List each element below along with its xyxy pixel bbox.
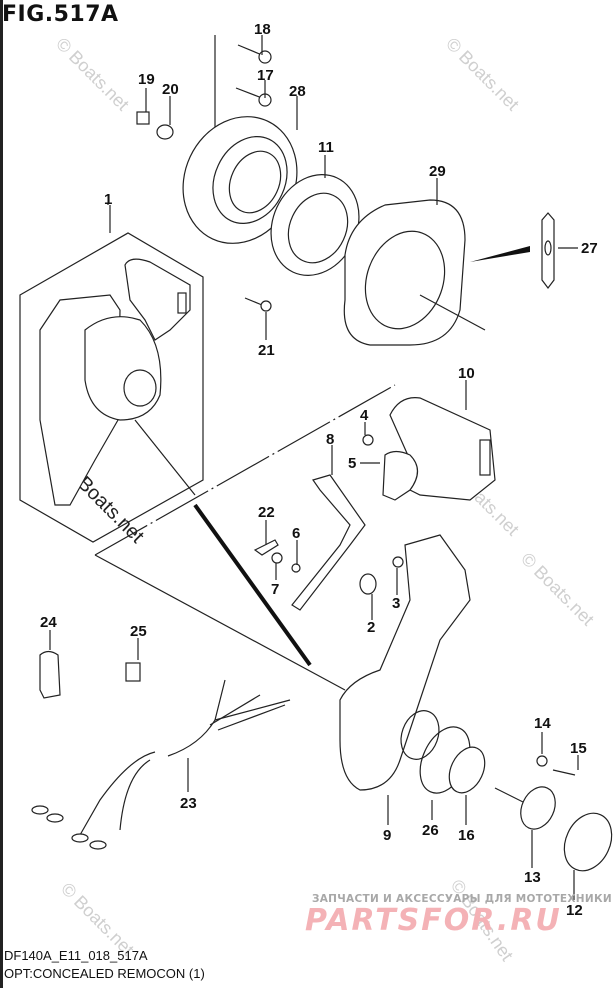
screw-15 (552, 769, 576, 776)
callout-14: 14 (534, 715, 551, 732)
assembly-leader (193, 503, 312, 667)
callout-9: 9 (383, 827, 391, 844)
callout-20: 20 (162, 81, 179, 98)
clip-25 (125, 662, 141, 682)
plate-16 (448, 746, 486, 794)
shaft-13 (494, 786, 556, 830)
gasket-29 (343, 199, 486, 346)
callout-19: 19 (138, 71, 155, 88)
callout-27: 27 (581, 240, 598, 257)
callout-21: 21 (258, 342, 275, 359)
cap-12 (563, 812, 613, 872)
lever-8 (291, 474, 366, 611)
callout-16: 16 (458, 827, 475, 844)
small-parts (253, 434, 404, 595)
callout-22: 22 (258, 504, 275, 521)
callout-26: 26 (422, 822, 439, 839)
callout-8: 8 (326, 431, 334, 448)
partsfor-brand: PARTSFOR.RU (305, 903, 562, 938)
top-hardware (136, 44, 272, 312)
callout-11: 11 (318, 139, 334, 156)
callout-25: 25 (130, 623, 147, 640)
washer-14 (536, 755, 548, 767)
cap-24 (39, 650, 61, 699)
diagram-code: DF140A_E11_018_517A (4, 948, 148, 963)
cable-tie-27 (470, 212, 555, 289)
left-border (0, 0, 3, 988)
watermark: © Boats.net (442, 34, 523, 115)
leader-lines (49, 35, 579, 900)
wiring-harness-23 (31, 679, 291, 850)
callout-1: 1 (104, 191, 112, 208)
remote-control-body (39, 258, 196, 506)
watermark: © Boats.net (517, 549, 598, 630)
callout-15: 15 (570, 740, 587, 757)
assembly-1-frame (19, 205, 204, 543)
callout-5: 5 (348, 455, 356, 472)
callout-24: 24 (40, 614, 57, 631)
watermark: © Boats.net (52, 34, 133, 115)
callout-23: 23 (180, 795, 197, 812)
callout-10: 10 (458, 365, 475, 382)
callouts: 18 17 19 20 28 11 29 1 27 21 10 4 8 5 22… (40, 21, 598, 919)
callout-6: 6 (292, 525, 300, 542)
callout-28: 28 (289, 83, 306, 100)
switch-5 (382, 450, 419, 501)
callout-17: 17 (257, 67, 274, 84)
lever-housing-9 (339, 534, 471, 791)
callout-7: 7 (271, 581, 279, 598)
callout-2: 2 (367, 619, 375, 636)
callout-29: 29 (429, 163, 446, 180)
callout-3: 3 (392, 595, 400, 612)
callout-13: 13 (524, 869, 541, 886)
callout-4: 4 (360, 407, 369, 424)
diagram-caption: OPT:CONCEALED REMOCON (1) (4, 966, 205, 981)
callout-12: 12 (566, 902, 583, 919)
figure-title: FIG.517A (2, 2, 119, 27)
callout-18: 18 (254, 21, 271, 38)
partsfor-tagline: ЗАПЧАСТИ И АКСЕССУАРЫ ДЛЯ МОТОТЕХНИКИ (312, 893, 612, 905)
housing-plate-28 (182, 116, 298, 244)
